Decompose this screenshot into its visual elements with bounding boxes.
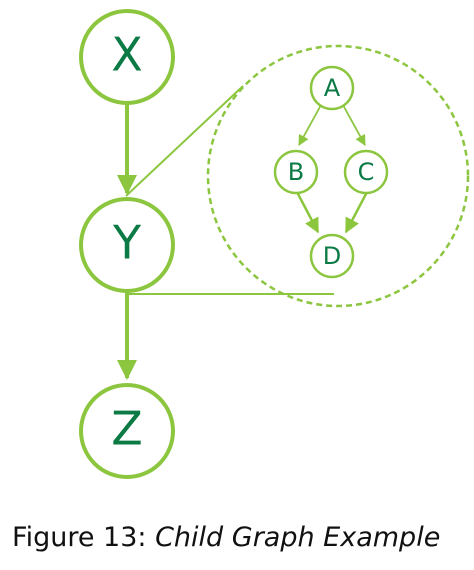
node-a: A [309,65,355,111]
child-graph-boundary [206,44,470,308]
node-b: B [273,149,319,195]
edge-a-to-b [298,104,322,146]
node-a-label: A [324,74,341,102]
node-c-label: C [358,158,375,186]
node-y: Y [79,197,175,293]
node-y-label: Y [112,216,142,270]
node-x: X [79,9,175,105]
node-c: C [343,149,389,195]
figure-caption: Figure 13: Child Graph Example [12,522,440,553]
node-z: Z [79,383,175,479]
edge-b-to-d [295,191,320,234]
node-d-label: D [323,242,341,270]
node-x-label: X [111,28,143,82]
caption-prefix: Figure 13: [12,522,147,553]
edge-a-to-c [342,104,366,146]
zoom-connector-top [125,85,244,197]
node-b-label: B [288,158,304,186]
node-z-label: Z [111,402,143,456]
edge-c-to-d [344,191,369,234]
child-graph-diagram: X Y Z A B C D [79,9,470,479]
node-d: D [309,233,355,279]
caption-title: Child Graph Example [155,522,441,553]
